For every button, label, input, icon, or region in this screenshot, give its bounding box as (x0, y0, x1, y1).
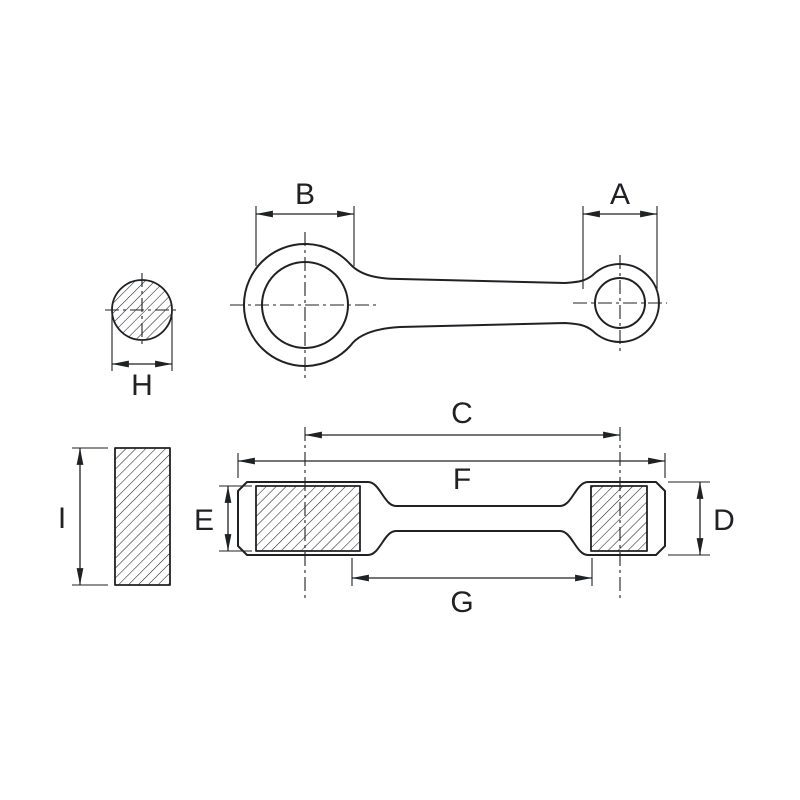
front-view-centerlines (230, 232, 667, 378)
dimension-label-e: E (194, 504, 214, 537)
rod-outline (242, 243, 660, 367)
dimension-H: H (111, 314, 173, 402)
dimension-label-h: H (131, 369, 153, 402)
plate-view (114, 447, 171, 586)
big-end-block (255, 485, 361, 552)
small-end-block (590, 485, 648, 552)
side-view (237, 427, 666, 600)
front-view (230, 232, 667, 378)
dimension-label-b: B (295, 178, 315, 211)
dimension-B: B (255, 178, 355, 266)
dimension-label-c: C (451, 397, 473, 430)
pin-view (105, 273, 179, 347)
small-end-bore (594, 277, 646, 329)
dimension-C: C (305, 397, 620, 439)
plate-rect (114, 447, 171, 586)
dimension-I: I (58, 447, 108, 586)
dimension-label-i: I (58, 502, 66, 535)
dimension-label-a: A (610, 178, 630, 211)
dimension-A: A (582, 178, 658, 289)
dimension-G: G (351, 558, 593, 619)
dimension-D: D (668, 481, 735, 556)
dimension-E: E (194, 485, 252, 552)
dimension-label-g: G (450, 586, 473, 619)
dimension-F: F (237, 453, 666, 496)
side-view-centerlines (304, 427, 621, 600)
dimension-label-f: F (453, 463, 471, 496)
dimension-label-d: D (713, 504, 735, 537)
